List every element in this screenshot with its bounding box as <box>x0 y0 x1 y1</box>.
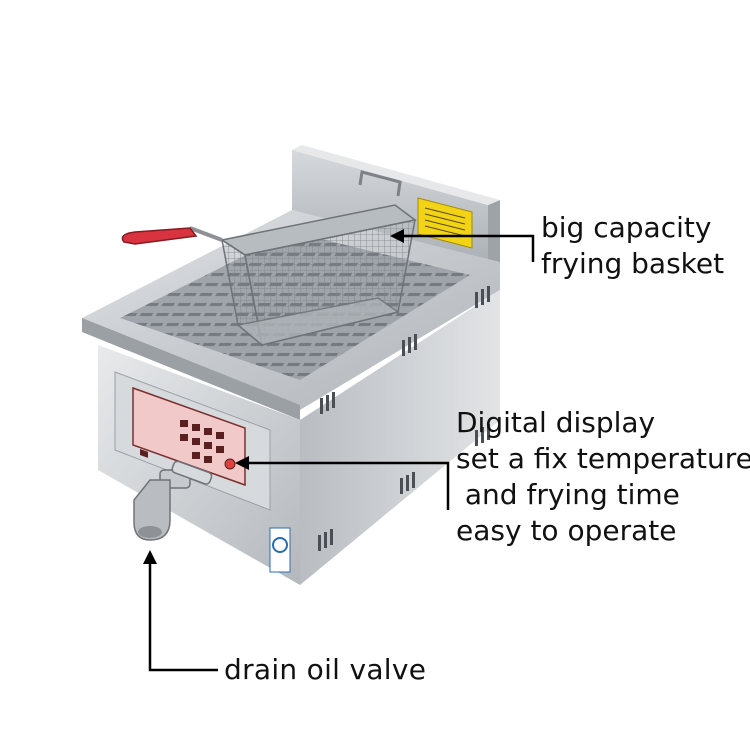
digital-control-panel <box>132 386 246 487</box>
valve-arrowhead <box>143 550 157 564</box>
basket-arrow-line <box>400 234 535 262</box>
basket-arrowhead <box>390 229 404 243</box>
display-annotation-line-2: set a fix temperature <box>456 442 750 475</box>
display-annotation-line-4: easy to operate <box>456 514 677 547</box>
display-annotation-line-3: and frying time <box>456 478 680 511</box>
brand-logo-badge <box>269 527 291 573</box>
basket-annotation-line-2: frying basket <box>541 247 725 280</box>
drain-valve <box>133 460 213 541</box>
display-arrow-line <box>245 461 450 510</box>
side-vents <box>318 286 490 551</box>
basket-handle <box>121 227 198 245</box>
display-annotation: Digital display set a fix temperature an… <box>456 405 750 549</box>
valve-arrow-line <box>148 560 218 672</box>
basket-annotation: big capacity frying basket <box>541 210 724 282</box>
display-arrowhead <box>235 456 249 470</box>
frying-basket <box>189 170 417 347</box>
annotation-arrows <box>143 229 535 672</box>
display-annotation-line-1: Digital display <box>456 406 656 439</box>
basket-annotation-line-1: big capacity <box>541 211 712 244</box>
valve-annotation: drain oil valve <box>224 653 427 686</box>
